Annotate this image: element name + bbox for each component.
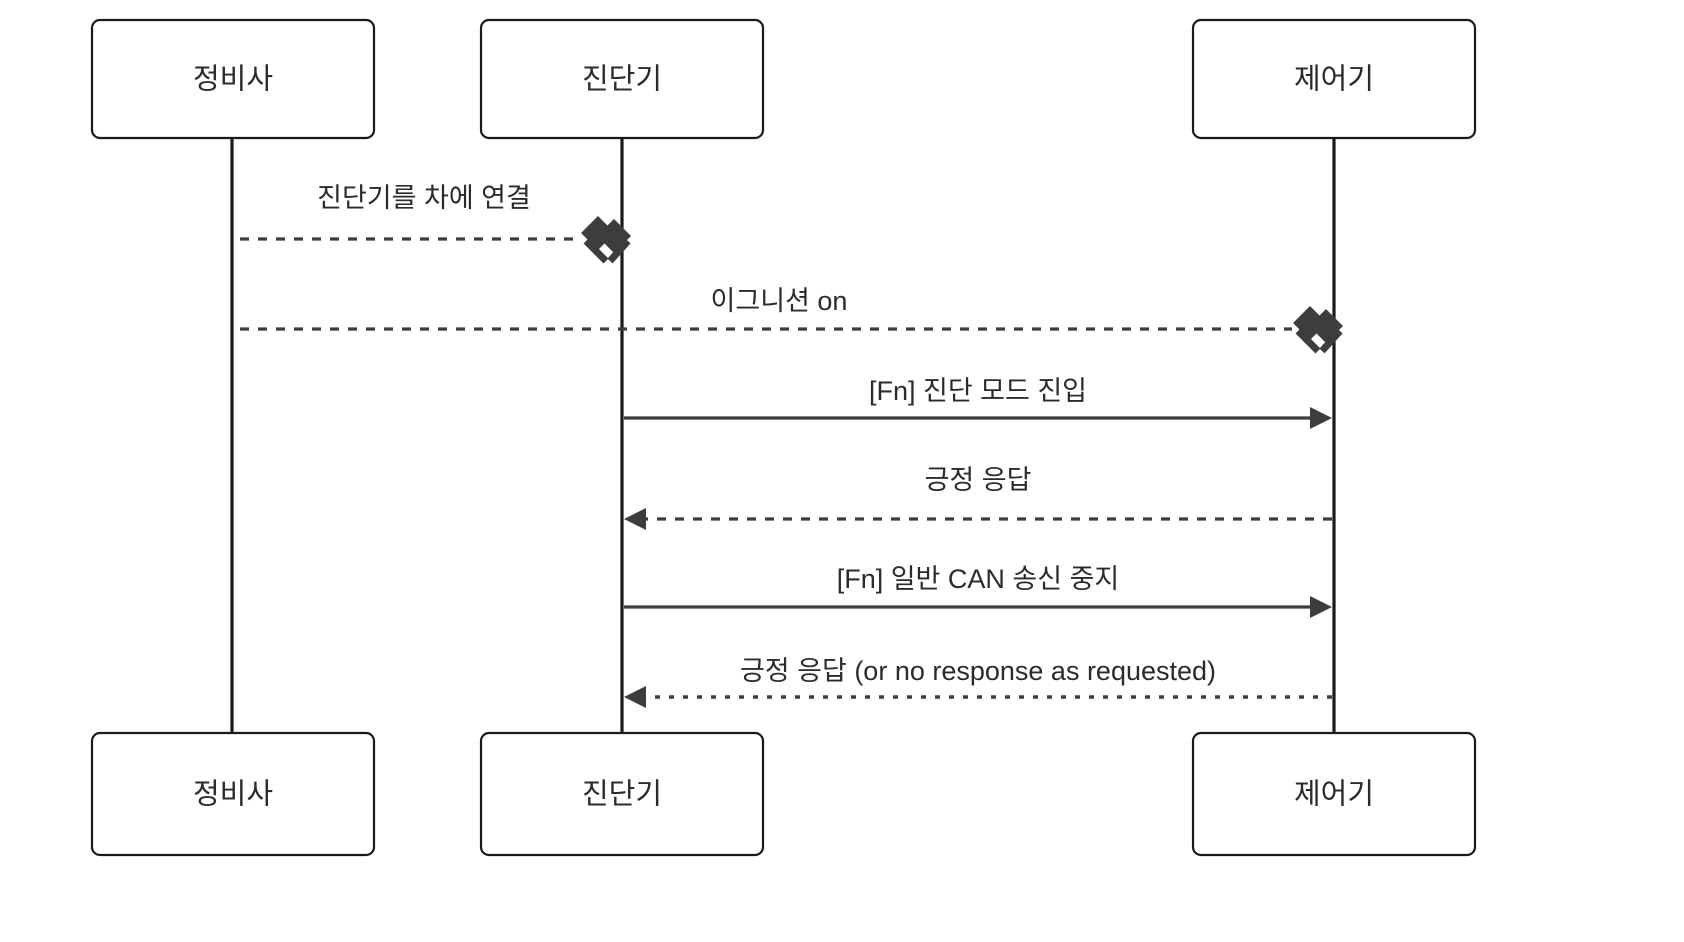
message-label: 이그니션 on	[711, 286, 848, 316]
participant-label: 진단기	[582, 63, 662, 96]
participant-box	[90, 18, 376, 140]
participant-box	[479, 731, 765, 857]
participant-box	[1191, 731, 1477, 857]
participant-controller-bottom[interactable]: 제어기	[1191, 731, 1477, 857]
found-marker-cross-stroke-b	[607, 238, 631, 264]
participant-label: 정비사	[193, 64, 273, 96]
participant-label: 진단기	[582, 778, 662, 811]
participant-diagnostic-tool-top[interactable]: 진단기	[479, 18, 765, 140]
message-label: 긍정 응답 (or no response as requested)	[740, 656, 1216, 686]
message-msg-ignition-on[interactable]: 이그니션 on	[240, 286, 1343, 354]
participant-label: 정비사	[193, 779, 273, 811]
participant-controller-top[interactable]: 제어기	[1191, 18, 1477, 140]
message-msg-positive-response-1[interactable]: 긍정 응답	[624, 465, 1332, 530]
arrowhead-filled-triangle-icon	[624, 508, 646, 530]
message-label: 긍정 응답	[925, 465, 1032, 495]
lifelines-layer	[230, 138, 1336, 733]
found-marker-cross-stroke-b	[1319, 328, 1343, 354]
arrowhead-filled-triangle-icon	[624, 686, 646, 708]
arrowhead-filled-triangle-icon	[1310, 407, 1332, 429]
message-msg-positive-response-2[interactable]: 긍정 응답 (or no response as requested)	[624, 656, 1332, 708]
found-marker-cross-stroke-a	[583, 238, 609, 264]
message-label: 진단기를 차에 연결	[317, 183, 531, 213]
participant-label: 제어기	[1294, 779, 1374, 811]
message-label: [Fn] 진단 모드 진입	[869, 376, 1087, 406]
participant-diagnostic-tool-bottom[interactable]: 진단기	[479, 731, 765, 857]
participant-box	[90, 731, 376, 857]
participant-box	[1191, 18, 1477, 140]
message-msg-stop-normal-can[interactable]: [Fn] 일반 CAN 송신 중지	[624, 564, 1332, 618]
found-message-diamond-cross-icon	[1293, 306, 1343, 354]
arrowhead-filled-triangle-icon	[1310, 596, 1332, 618]
message-msg-connect-tool[interactable]: 진단기를 차에 연결	[240, 183, 631, 264]
participant-mechanic-top[interactable]: 정비사	[90, 18, 376, 140]
message-label: [Fn] 일반 CAN 송신 중지	[837, 564, 1120, 594]
found-message-diamond-cross-icon	[581, 216, 631, 264]
participant-label: 제어기	[1294, 64, 1374, 96]
participant-box	[479, 18, 765, 140]
participant-mechanic-bottom[interactable]: 정비사	[90, 731, 376, 857]
found-marker-cross-stroke-a	[1295, 328, 1321, 354]
message-msg-enter-diagnostic-mode[interactable]: [Fn] 진단 모드 진입	[624, 376, 1332, 429]
